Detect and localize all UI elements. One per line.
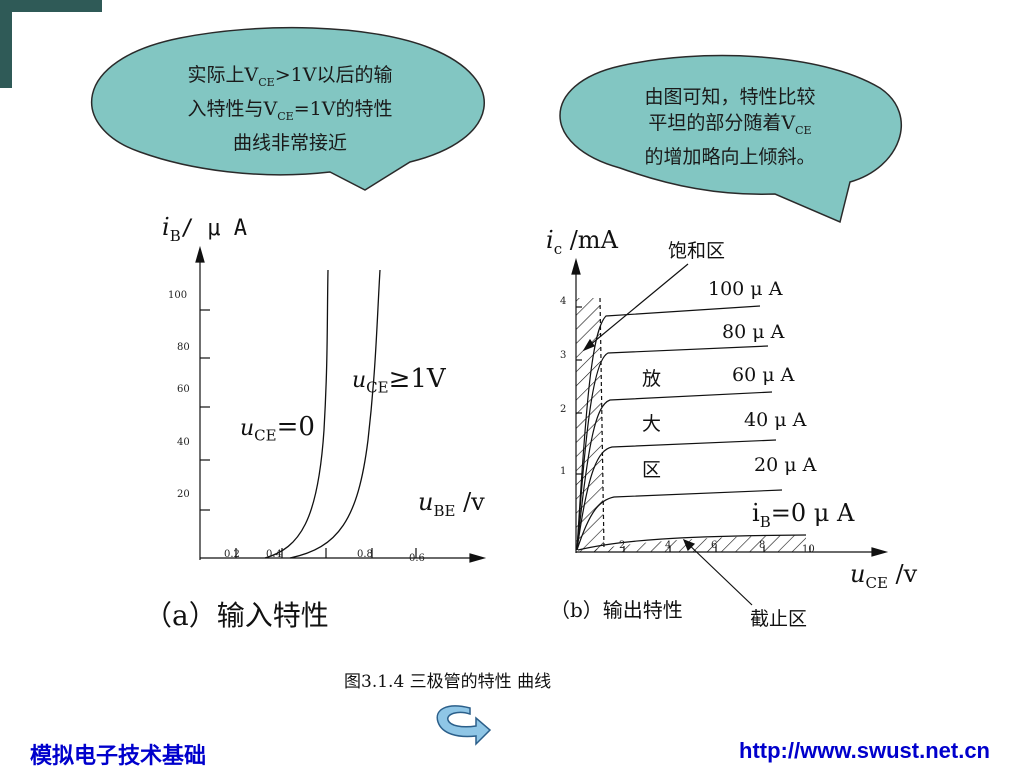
footer-course-title: 模拟电子技术基础 xyxy=(30,744,207,769)
input-y-tick-20: 20 xyxy=(177,489,190,500)
active-region-label-1: 放 xyxy=(642,368,662,390)
output-x-tick-8: 8 xyxy=(759,540,766,551)
input-x-arrow xyxy=(469,553,487,563)
output-y-tick-2: 2 xyxy=(560,404,567,415)
speech-bubbles xyxy=(90,26,902,224)
curve-ib-0 xyxy=(577,534,807,551)
curve-ib-80 xyxy=(576,345,769,551)
curve-label-uce-ge-1v: uCE≥1V xyxy=(352,364,446,397)
input-x-tick-4: 0.8 xyxy=(357,549,373,560)
curve-ib-40 xyxy=(576,439,777,551)
output-y-arrow xyxy=(571,257,581,275)
output-x-tick-6: 6 xyxy=(711,540,718,551)
right-bubble-text: 由图可知，特性比较 平坦的部分随着VCE 的增加略向上倾斜。 xyxy=(644,86,816,168)
curve-label-uce-0: uCE=0 xyxy=(240,412,315,445)
ib-label-80: 80 μ A xyxy=(722,321,785,343)
left-bubble-text: 实际上VCE>1V以后的输 入特性与VCE=1V的特性 曲线非常接近 xyxy=(187,64,393,154)
input-y-tick-40: 40 xyxy=(177,437,190,448)
input-chart-caption: （a）输入特性 xyxy=(144,599,329,632)
ib-label-40: 40 μ A xyxy=(744,409,807,431)
ib-label-0: iB=0 μ A xyxy=(752,499,855,531)
saturation-boundary-dashed xyxy=(599,297,605,551)
active-region-label-3: 区 xyxy=(642,459,662,481)
output-y-tick-3: 3 xyxy=(560,350,567,361)
curve-ib-100 xyxy=(576,305,761,551)
ib-label-20: 20 μ A xyxy=(754,454,817,476)
input-y-tick-80: 80 xyxy=(177,342,190,353)
saturation-region-label: 饱和区 xyxy=(668,240,726,262)
input-y-tick-100: 100 xyxy=(168,290,188,301)
saturation-pointer-line xyxy=(583,263,689,351)
ib-label-100: 100 μ A xyxy=(708,278,783,300)
footer-url-link[interactable]: http://www.swust.net.cn xyxy=(739,738,990,763)
curve-ib-60 xyxy=(576,391,773,551)
input-x-tick-5: 0.6 xyxy=(409,553,425,564)
curve-uce-ge-1v xyxy=(289,269,381,559)
ib-label-60: 60 μ A xyxy=(732,364,795,386)
curve-uce-0 xyxy=(264,269,329,559)
input-y-tick-60: 60 xyxy=(177,384,190,395)
curve-ib-20 xyxy=(576,489,783,551)
left-bubble-shape xyxy=(90,26,485,191)
corner-bracket-decoration xyxy=(0,0,102,88)
output-x-tick-2: 2 xyxy=(619,540,626,551)
input-y-arrow xyxy=(195,245,205,263)
input-x-tick-1: 0.2 xyxy=(224,549,240,560)
output-y-tick-4: 4 xyxy=(560,296,567,307)
cutoff-pointer-line xyxy=(683,539,753,606)
input-y-axis-label: iB/ μ A xyxy=(162,213,247,245)
active-region-label-2: 大 xyxy=(642,413,662,435)
output-x-axis-label: uCE /v xyxy=(850,560,918,592)
output-x-arrow xyxy=(871,547,889,557)
output-x-tick-4: 4 xyxy=(665,540,672,551)
figure-caption: 图3.1.4 三极管的特性 曲线 xyxy=(344,672,552,692)
saturation-region-hatch xyxy=(576,298,604,552)
return-arrow-icon[interactable] xyxy=(432,700,494,748)
cutoff-region-label: 截止区 xyxy=(750,608,808,630)
right-bubble-shape xyxy=(559,54,902,224)
output-chart-caption: （b）输出特性 xyxy=(550,598,683,622)
input-x-tick-2: 0.4 xyxy=(266,549,282,560)
output-y-axis-label: ic /mA xyxy=(546,226,618,258)
output-x-tick-10: 10 xyxy=(802,544,815,555)
input-x-axis-label: uBE /v xyxy=(418,488,485,520)
output-y-tick-1: 1 xyxy=(560,466,567,477)
